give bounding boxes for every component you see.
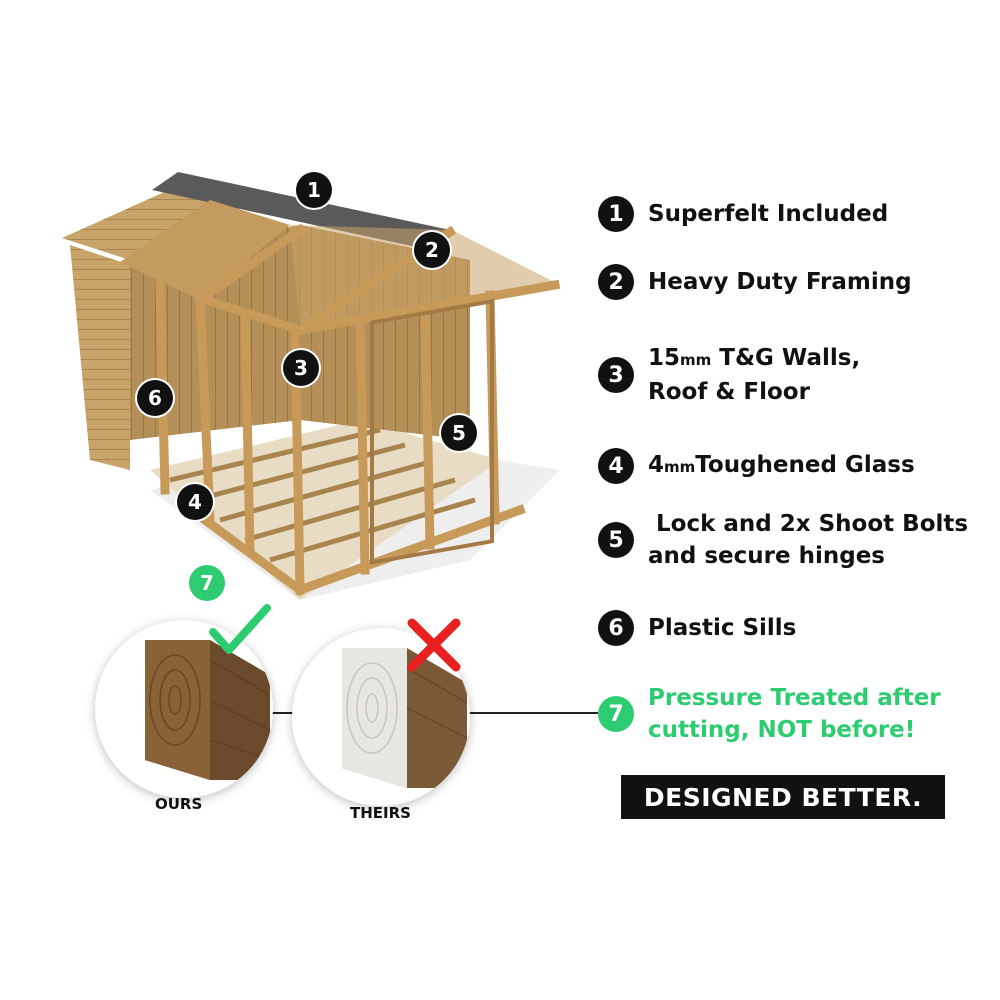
shed-illustration xyxy=(62,172,561,600)
feature-badge: 2 xyxy=(598,264,634,300)
feature-unit: mm xyxy=(664,458,696,476)
treated-timber-image xyxy=(145,640,271,780)
ours-label: OURS xyxy=(155,795,203,813)
untreated-timber-image xyxy=(342,648,468,788)
feature-1: 1 Superfelt Included xyxy=(598,196,888,232)
feature-text-rest: Toughened Glass xyxy=(695,452,915,478)
feature-badge: 5 xyxy=(598,522,634,558)
feature-text: 15mm T&G Walls, Roof & Floor xyxy=(648,342,860,408)
feature-badge: 4 xyxy=(598,448,634,484)
callout-4: 4 xyxy=(177,484,213,520)
feature-5: 5 Lock and 2x Shoot Bolts and secure hin… xyxy=(598,508,968,572)
callout-6: 6 xyxy=(137,380,173,416)
callout-2: 2 xyxy=(414,232,450,268)
feature-text-line1: Pressure Treated after xyxy=(648,685,941,711)
feature-2: 2 Heavy Duty Framing xyxy=(598,264,912,300)
shed-side-wall xyxy=(70,245,130,470)
feature-text-line2: and secure hinges xyxy=(648,543,885,569)
feature-text-rest: T&G Walls, xyxy=(711,345,861,371)
feature-value: 15 xyxy=(648,345,681,371)
feature-3: 3 15mm T&G Walls, Roof & Floor xyxy=(598,342,860,408)
feature-text: Lock and 2x Shoot Bolts and secure hinge… xyxy=(648,508,968,572)
feature-text-line2: cutting, NOT before! xyxy=(648,717,916,743)
feature-text-line1: Lock and 2x Shoot Bolts xyxy=(648,511,969,537)
designed-better-banner: DESIGNED BETTER. xyxy=(621,775,945,819)
check-mark-icon xyxy=(209,604,271,654)
feature-text: 4mmToughened Glass xyxy=(648,449,915,483)
feature-badge: 1 xyxy=(598,196,634,232)
feature-text-line2: Roof & Floor xyxy=(648,379,810,405)
feature-4: 4 4mmToughened Glass xyxy=(598,448,915,484)
feature-text: Heavy Duty Framing xyxy=(648,269,912,295)
feature-value: 4 xyxy=(648,452,665,478)
feature-6: 6 Plastic Sills xyxy=(598,610,796,646)
callout-1: 1 xyxy=(296,172,332,208)
callout-3: 3 xyxy=(283,350,319,386)
feature-badge: 6 xyxy=(598,610,634,646)
feature-unit: mm xyxy=(680,351,712,369)
callout-5: 5 xyxy=(441,415,477,451)
cross-mark-icon xyxy=(407,618,461,672)
feature-text: Superfelt Included xyxy=(648,201,889,227)
callout-7: 7 xyxy=(189,565,225,601)
feature-text: Pressure Treated after cutting, NOT befo… xyxy=(648,682,941,746)
ours-wood-circle xyxy=(95,620,273,798)
feature-text: Plastic Sills xyxy=(648,615,797,641)
feature-badge: 7 xyxy=(598,696,634,732)
theirs-label: THEIRS xyxy=(350,804,411,822)
feature-7: 7 Pressure Treated after cutting, NOT be… xyxy=(598,682,941,746)
feature-badge: 3 xyxy=(598,357,634,393)
